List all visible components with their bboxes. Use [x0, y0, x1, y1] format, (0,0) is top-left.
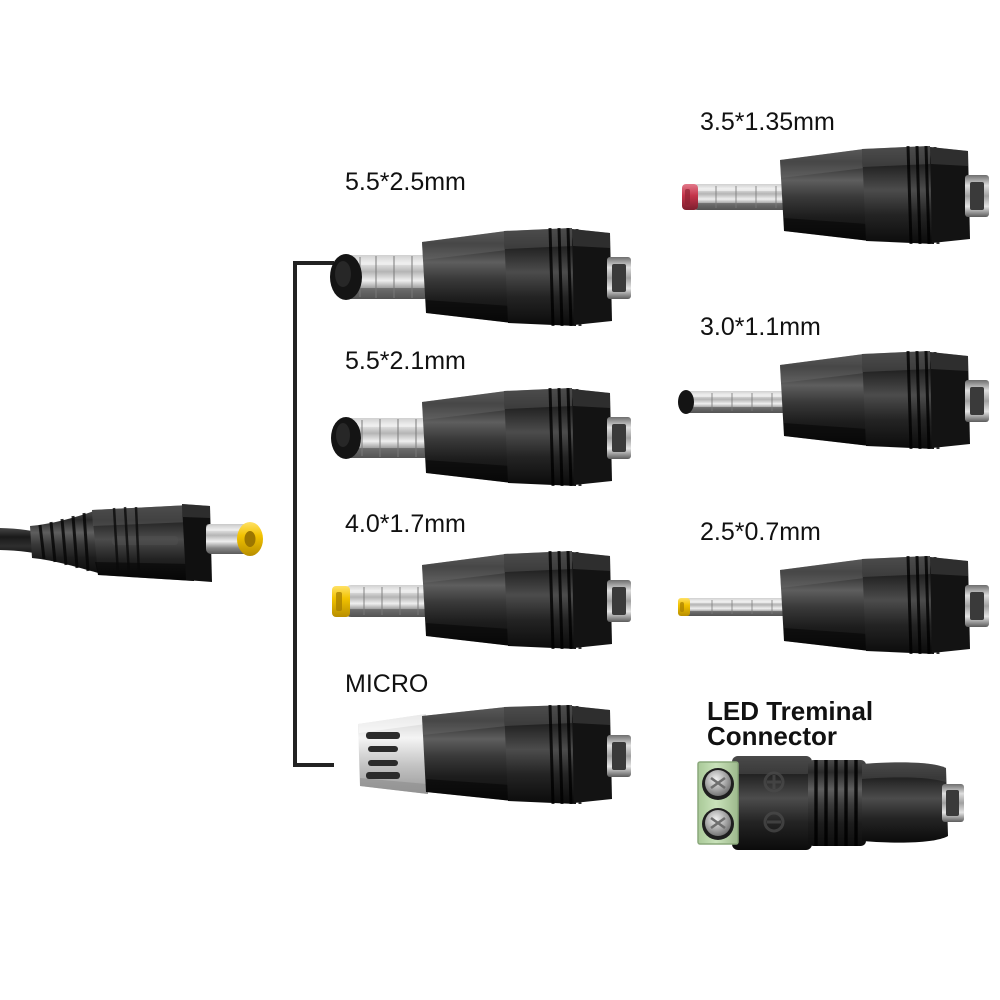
power-cable-plug: [0, 484, 294, 594]
label-2-5x0-7: 2.5*0.7mm: [700, 518, 821, 546]
adapter-led-terminal: [690, 748, 990, 858]
adapter-3-0x1-1: [668, 345, 1000, 455]
adapter-3-5x1-35: [668, 140, 1000, 250]
grouping-bracket: [288, 258, 338, 770]
adapter-4-0x1-7: [310, 545, 650, 655]
label-5-5x2-5: 5.5*2.5mm: [345, 168, 466, 196]
tip-cap: [678, 390, 694, 414]
label-led-terminal-line2: Connector: [707, 721, 837, 751]
adapter-5-5x2-5: [310, 222, 650, 332]
label-led-terminal-line1: LED Treminal: [707, 696, 874, 726]
adapter-micro: [340, 702, 650, 812]
label-5-5x2-1: 5.5*2.1mm: [345, 347, 466, 375]
label-3-0x1-1: 3.0*1.1mm: [700, 313, 821, 341]
label-4-0x1-7: 4.0*1.7mm: [345, 510, 466, 538]
label-3-5x1-35: 3.5*1.35mm: [700, 108, 835, 136]
adapter-5-5x2-1: [310, 382, 650, 492]
label-micro: MICRO: [345, 670, 429, 698]
adapter-2-5x0-7: [668, 550, 1000, 660]
